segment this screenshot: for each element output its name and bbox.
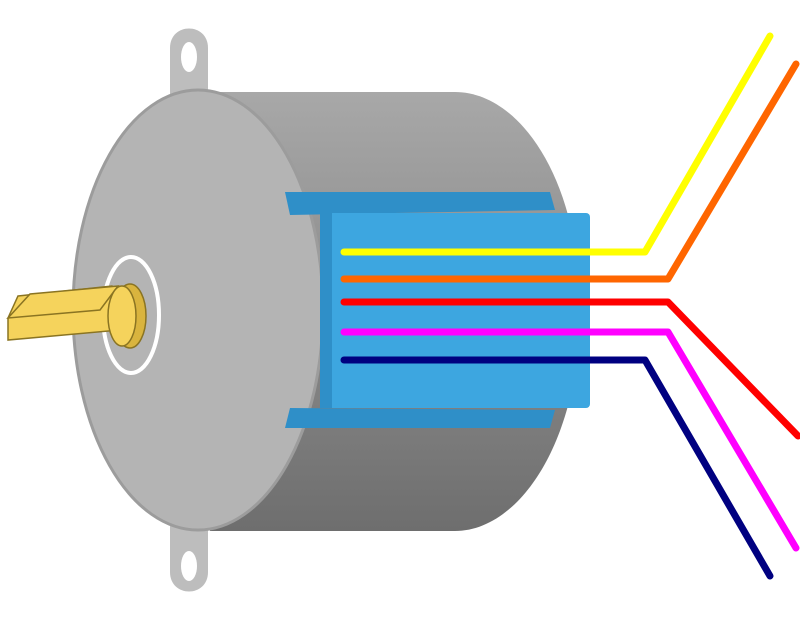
wire-yellow (340, 32, 774, 256)
wire-red (340, 298, 800, 440)
wire-navy (340, 356, 774, 580)
mounting-ear-bottom (170, 520, 208, 592)
wire-connector (285, 192, 590, 428)
mount-hole-top (181, 42, 197, 72)
wire-group (340, 32, 800, 580)
motor-shaft (6, 283, 147, 349)
mounting-ear-top (170, 28, 208, 100)
wire-magenta (340, 328, 800, 552)
wire-orange (340, 60, 800, 283)
mount-hole-bottom (181, 551, 197, 581)
